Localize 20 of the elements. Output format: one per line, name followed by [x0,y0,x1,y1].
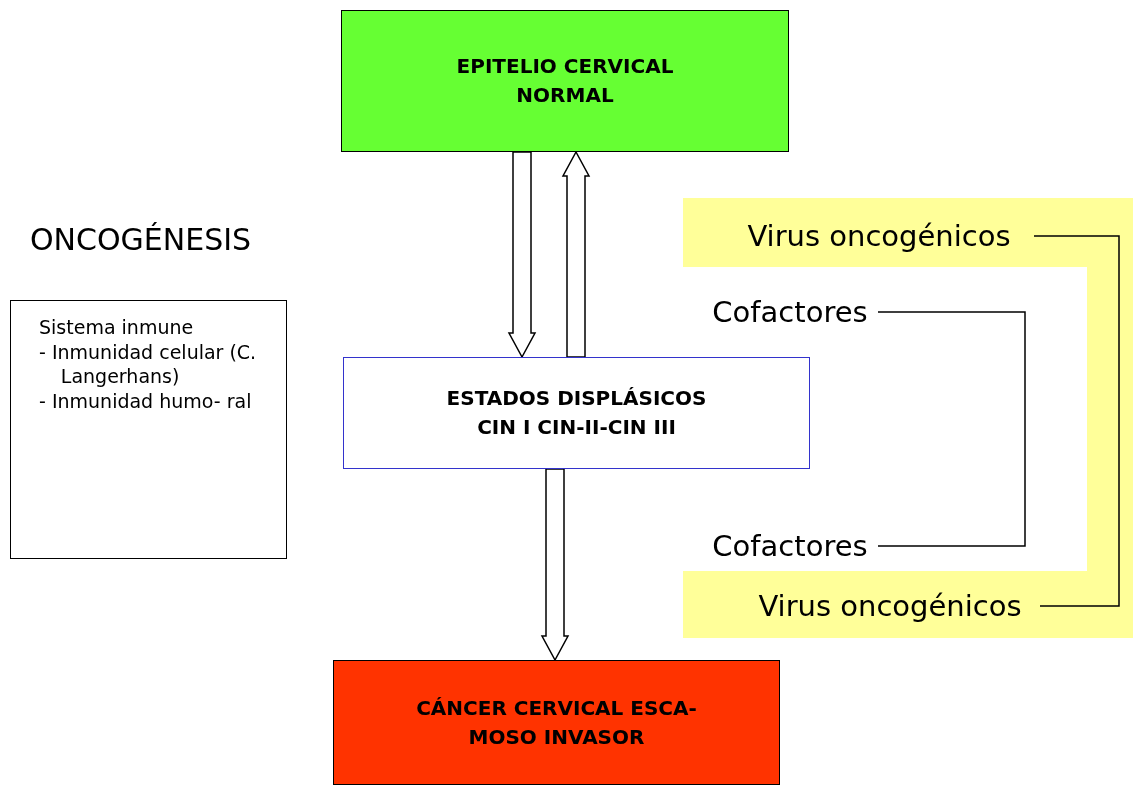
box-title: CÁNCER CERVICAL ESCA- MOSO INVASOR [415,694,698,751]
node-label: Virus oncogénicos [747,219,1011,253]
box-title: ESTADOS DISPLÁSICOS CIN I CIN-II-CIN III [445,385,708,441]
block-arrow [507,151,537,359]
process-box [341,10,789,152]
bracket-line [877,311,1026,547]
process-box [333,660,780,785]
block-arrow [561,150,591,358]
node-label: Virus oncogénicos [758,589,1022,623]
bracket-line [1033,235,1120,607]
list-item: - Inmunidad humo- ral [39,389,253,414]
list-item: Sistema inmune [39,315,195,340]
node-label: Cofactores [712,295,868,329]
process-box [343,357,810,469]
diagram-heading: ONCOGÉNESIS [30,222,252,257]
box-title: EPITELIO CERVICAL NORMAL [455,53,675,109]
list-item: - Inmunidad celular (C. Langerhans) [39,339,258,390]
block-arrow [540,468,570,662]
info-box [10,300,287,559]
node-label: Cofactores [712,529,868,563]
